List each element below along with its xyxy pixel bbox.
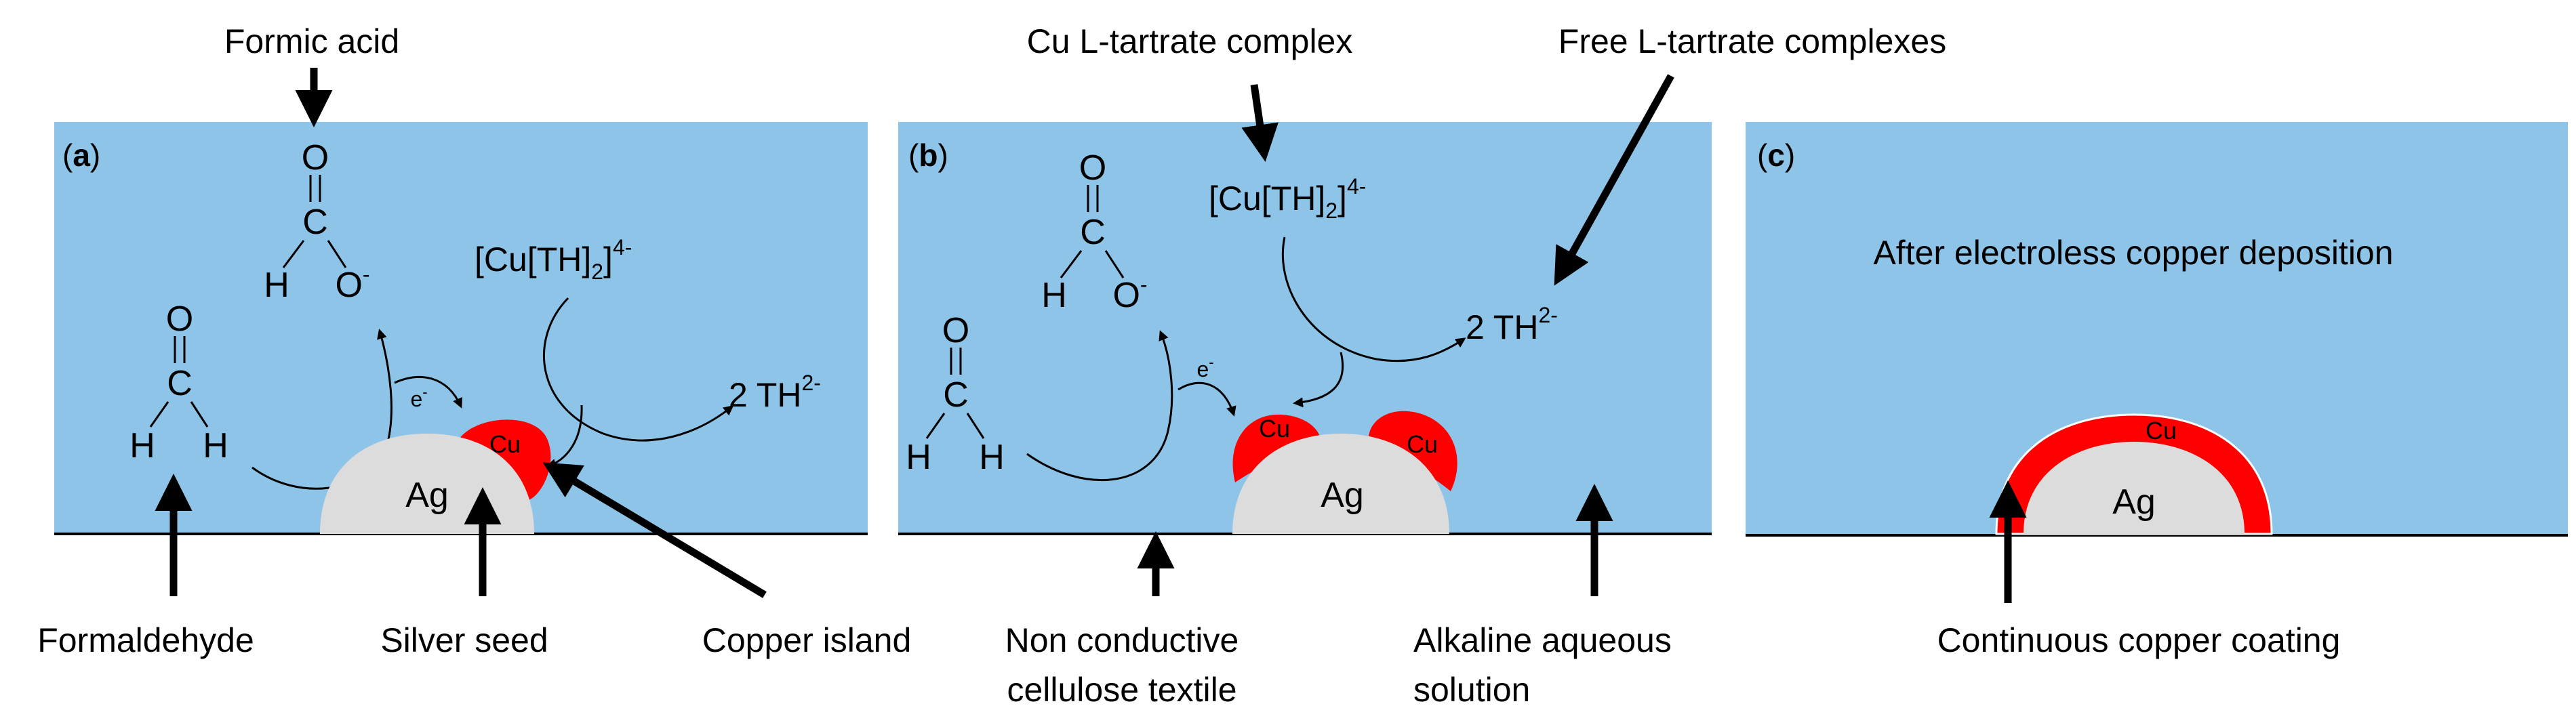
electron-label-a: e-	[410, 383, 427, 411]
electron-arrow-b	[1178, 381, 1236, 417]
formaldehyde-ch-bond-b1	[925, 413, 946, 439]
formaldehyde-h1-b: H	[906, 438, 931, 477]
formic-h-atom-b: H	[1041, 276, 1067, 315]
solution-label-line1: Alkaline aqueous	[1413, 621, 1672, 659]
formic-o-atom-b: O	[1079, 148, 1106, 188]
panel-letter-b: b	[919, 138, 938, 173]
panel-a: (a) Formic acid O C H O- O C H H e- [Cu[…	[37, 22, 911, 659]
copper-island-label: Copper island	[702, 621, 912, 659]
panel-letter-c: c	[1767, 138, 1785, 173]
textile-label-line2: cellulose textile	[1007, 671, 1236, 709]
copper-deposit-arrow-b	[1293, 352, 1344, 408]
cu-label-b-right: Cu	[1407, 430, 1438, 458]
formaldehyde-ch-bond-b2	[966, 413, 985, 439]
free-tartrate-arrow	[1554, 74, 1674, 286]
formaldehyde-o-atom: O	[166, 299, 193, 339]
cu-tartrate-complex-label: Cu L-tartrate complex	[1027, 22, 1353, 60]
cu-complex-b: [Cu[TH]2]4-	[1209, 174, 1366, 223]
reduction-arrow-b	[1281, 236, 1466, 362]
silver-seed-c	[2024, 442, 2245, 534]
formic-c-atom: C	[302, 203, 328, 242]
panel-c: (c) After electroless copper deposition …	[1746, 122, 2568, 659]
ligand-label-b: 2 TH2-	[1466, 303, 1558, 346]
formic-ch-bond-b	[1060, 250, 1083, 278]
copper-island-b-right	[1368, 411, 1457, 491]
ag-label-a: Ag	[405, 476, 449, 515]
free-tartrate-label: Free L-tartrate complexes	[1558, 22, 1946, 60]
formaldehyde-h2-b: H	[979, 438, 1005, 477]
formic-co-bond-b	[1104, 250, 1125, 278]
textile-label-line1: Non conductive	[1005, 621, 1239, 659]
formaldehyde-c-atom: C	[167, 364, 193, 403]
coating-label: Continuous copper coating	[1937, 621, 2341, 659]
silver-seed-b	[1232, 434, 1449, 534]
ag-label-c: Ag	[2112, 482, 2156, 522]
electron-arrow-a	[394, 376, 462, 409]
electron-label-b: e-	[1196, 354, 1213, 381]
formic-ch-bond	[282, 240, 305, 268]
oxidation-arrow-b	[1026, 330, 1173, 482]
panel-b: (b) Cu L-tartrate complex Free L-tartrat…	[898, 22, 1946, 709]
cu-label-a: Cu	[489, 430, 521, 458]
svg-text:(c): (c)	[1757, 138, 1795, 173]
cu-tartrate-complex-arrow	[1241, 84, 1279, 162]
formaldehyde-h1: H	[129, 426, 155, 465]
solution-label-line2: solution	[1413, 671, 1530, 709]
ligand-label-a: 2 TH2-	[729, 371, 821, 414]
cu-complex-a: [Cu[TH]2]4-	[475, 235, 632, 284]
reduction-arrow-a	[542, 297, 734, 442]
formaldehyde-o-atom-b: O	[942, 311, 969, 350]
formic-co-bond	[327, 240, 347, 268]
formic-o-atom: O	[302, 138, 329, 178]
formic-o-minus: O-	[335, 262, 369, 305]
panel-letter-a: a	[73, 138, 90, 173]
formic-o-minus-b: O-	[1112, 272, 1147, 315]
svg-text:(b): (b)	[908, 138, 948, 173]
ag-label-b: Ag	[1321, 476, 1364, 515]
formic-acid-label: Formic acid	[224, 22, 399, 60]
formaldehyde-h2: H	[203, 426, 228, 465]
cu-label-c: Cu	[2146, 417, 2177, 444]
formic-h-atom: H	[264, 266, 289, 305]
copper-island-b-left	[1232, 414, 1321, 482]
formic-c-atom-b: C	[1080, 213, 1106, 252]
cu-label-b-left: Cu	[1259, 415, 1290, 442]
after-deposition-title: After electroless copper deposition	[1873, 234, 2393, 272]
svg-text:(a): (a)	[62, 138, 100, 173]
formaldehyde-c-atom-b: C	[943, 375, 969, 415]
formaldehyde-ch-bond-1	[149, 401, 169, 428]
formaldehyde-ch-bond-2	[190, 401, 209, 428]
silver-seed-label: Silver seed	[380, 621, 548, 659]
formaldehyde-label: Formaldehyde	[37, 621, 254, 659]
copper-island-arrow	[542, 462, 767, 598]
